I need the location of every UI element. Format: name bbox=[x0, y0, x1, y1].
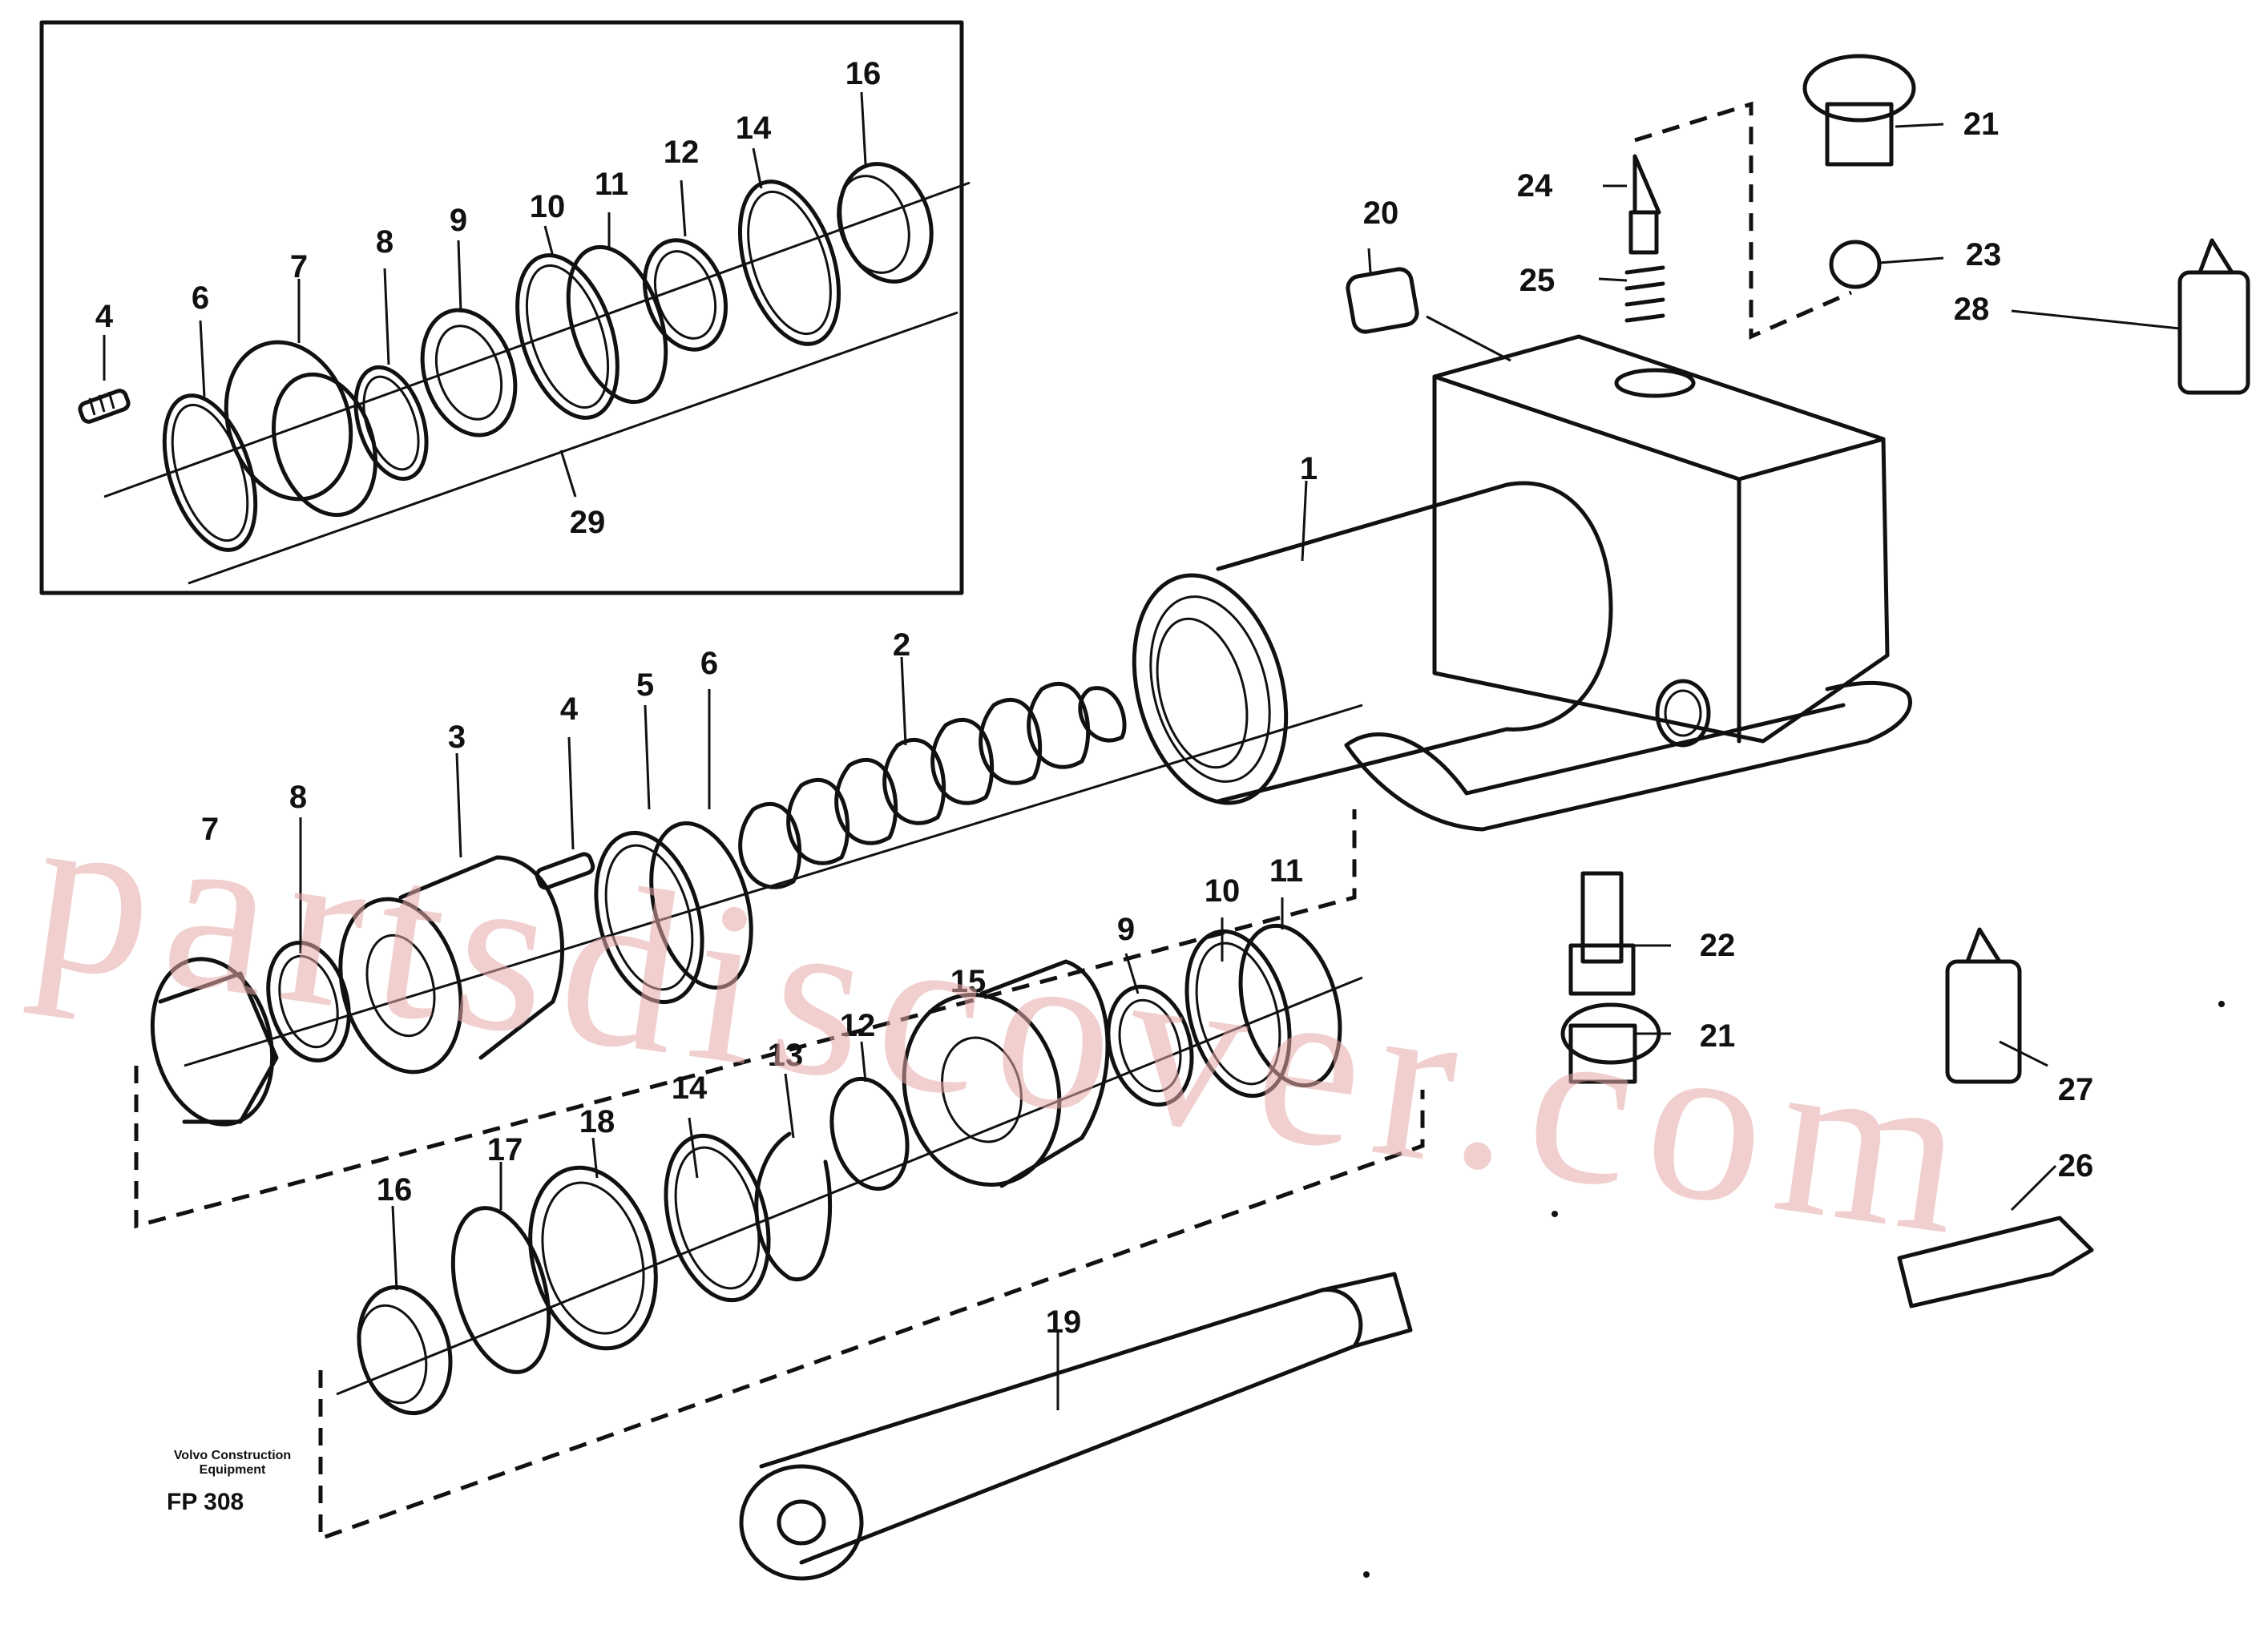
callout-inset-10: 10 bbox=[529, 189, 566, 224]
callout-inset-14: 14 bbox=[735, 111, 772, 146]
figure-code: FP 308 bbox=[167, 1489, 244, 1515]
callout-4: 4 bbox=[559, 692, 579, 727]
callout-8: 8 bbox=[289, 780, 308, 815]
brand-line-2: Equipment bbox=[199, 1463, 266, 1478]
callout-11: 11 bbox=[1269, 853, 1304, 889]
callout-inset-16: 16 bbox=[845, 56, 882, 91]
callout-13: 13 bbox=[767, 1038, 804, 1073]
callout-21-top: 21 bbox=[1963, 107, 2000, 142]
piston-upper-row bbox=[134, 704, 1363, 1229]
callout-19: 19 bbox=[1045, 1304, 1082, 1340]
spring bbox=[738, 681, 1127, 889]
callout-1: 1 bbox=[1299, 451, 1318, 486]
brand-caption: Volvo Construction Equipment bbox=[140, 1449, 325, 1478]
callout-inset-4: 4 bbox=[95, 299, 114, 334]
cylinder-housing bbox=[1132, 334, 1912, 832]
callout-3: 3 bbox=[447, 720, 466, 755]
callout-inset-29: 29 bbox=[569, 505, 606, 540]
callout-16: 16 bbox=[376, 1172, 413, 1208]
callout-inset-6: 6 bbox=[191, 280, 210, 316]
callout-6: 6 bbox=[700, 646, 719, 681]
callout-inset-7: 7 bbox=[289, 249, 309, 284]
callout-10: 10 bbox=[1204, 873, 1241, 909]
callout-inset-9: 9 bbox=[449, 203, 468, 238]
callout-14: 14 bbox=[671, 1071, 708, 1106]
callout-21-bottom: 21 bbox=[1699, 1018, 1736, 1054]
callout-17: 17 bbox=[486, 1132, 523, 1167]
callout-24: 24 bbox=[1516, 168, 1553, 204]
brand-line-1: Volvo Construction bbox=[173, 1449, 292, 1462]
callout-inset-11: 11 bbox=[594, 167, 629, 202]
callout-7: 7 bbox=[200, 812, 220, 847]
seal-kit-inset bbox=[39, 20, 971, 595]
inset-set-screw bbox=[78, 389, 131, 424]
callout-23: 23 bbox=[1965, 237, 2002, 272]
callout-inset-12: 12 bbox=[663, 135, 700, 170]
leader-lines bbox=[299, 123, 2181, 1410]
callout-9: 9 bbox=[1116, 912, 1136, 947]
consumables bbox=[1897, 238, 2250, 1308]
callout-15: 15 bbox=[950, 964, 987, 999]
valve-parts bbox=[1346, 54, 1916, 1084]
callout-12: 12 bbox=[839, 1008, 876, 1043]
piston-rod bbox=[739, 1272, 1413, 1581]
callout-22: 22 bbox=[1699, 928, 1736, 963]
callout-26: 26 bbox=[2057, 1148, 2094, 1183]
callout-20: 20 bbox=[1362, 196, 1399, 231]
callout-inset-8: 8 bbox=[375, 224, 394, 260]
piston-lower-row bbox=[318, 923, 1425, 1542]
callout-18: 18 bbox=[579, 1104, 615, 1139]
callout-27: 27 bbox=[2057, 1072, 2094, 1107]
callout-2: 2 bbox=[892, 627, 911, 663]
callout-5: 5 bbox=[636, 667, 655, 703]
callout-28: 28 bbox=[1953, 292, 1990, 327]
callout-25: 25 bbox=[1519, 263, 1556, 298]
